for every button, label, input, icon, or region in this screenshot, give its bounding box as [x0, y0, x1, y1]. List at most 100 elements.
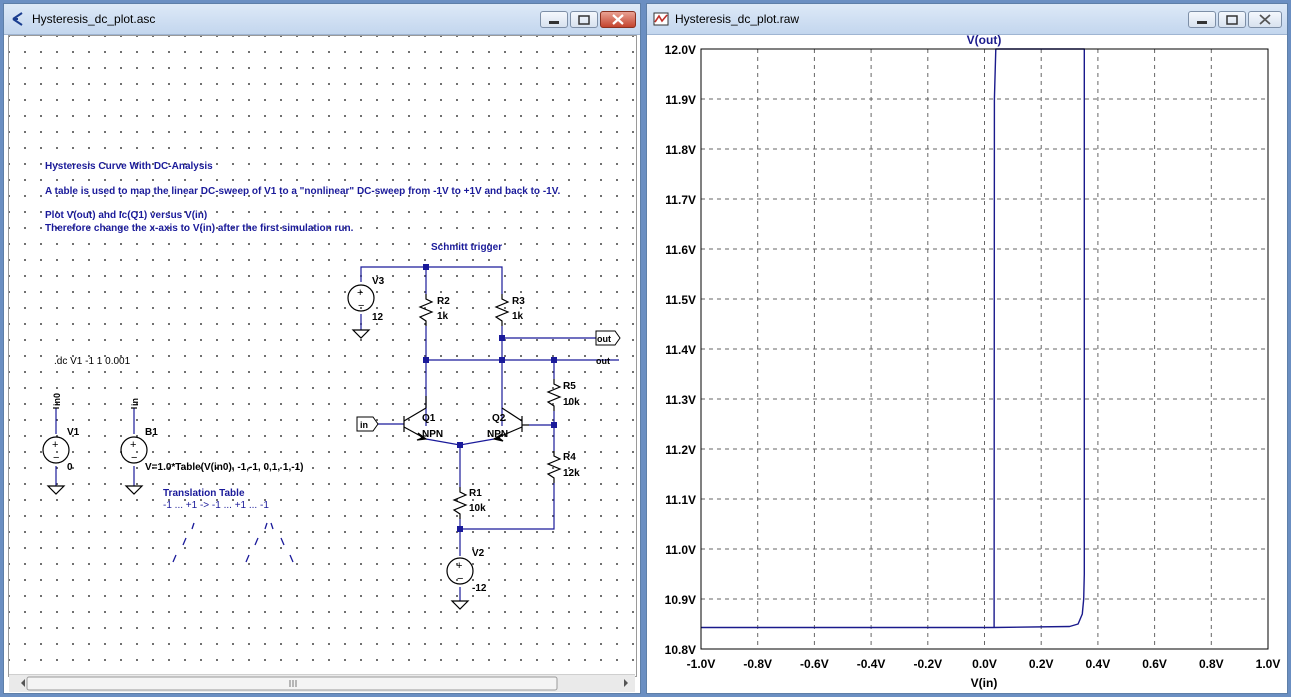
minimize-button[interactable] [1188, 11, 1216, 28]
label-r4-name: R4 [563, 452, 576, 463]
window-title: Hysteresis_dc_plot.raw [675, 12, 800, 26]
resistor-r3 [494, 294, 510, 326]
minimize-icon [1197, 21, 1207, 24]
label-r3-name: R3 [512, 296, 525, 307]
ltspice-schematic-icon [12, 12, 23, 26]
y-tick-label: 10.8V [665, 643, 696, 657]
grid [701, 49, 1268, 649]
scroll-right-arrow-icon[interactable] [624, 679, 628, 687]
minimize-icon [549, 21, 559, 24]
horizontal-scrollbar[interactable] [9, 674, 635, 692]
maximize-button[interactable] [1218, 11, 1246, 28]
schmitt-label: Schmitt trigger [431, 242, 502, 253]
junctions [423, 264, 557, 532]
y-tick-label: 11.6V [665, 243, 696, 257]
label-v2-value: -12 [472, 583, 487, 594]
svg-text:−: − [457, 573, 463, 585]
y-tick-label: 11.4V [665, 343, 696, 357]
y-tick-label: 11.3V [665, 393, 696, 407]
translation-graphic [172, 522, 294, 563]
svg-text:+: + [456, 560, 462, 572]
waveform-icon [653, 12, 669, 26]
plot-titlebar[interactable]: Hysteresis_dc_plot.raw [647, 4, 1287, 35]
source-signs: +− +− +− +− [52, 287, 463, 585]
plot-frame [700, 48, 1269, 650]
wires [55, 266, 619, 601]
y-tick-label: 10.9V [665, 593, 696, 607]
label-r2-name: R2 [437, 296, 450, 307]
port-in-shape [356, 416, 379, 432]
label-r1-name: R1 [469, 488, 482, 499]
x-axis-label[interactable]: V(in) [971, 676, 998, 690]
label-r2-value: 1k [437, 311, 449, 322]
schematic-titlebar[interactable]: Hysteresis_dc_plot.asc [4, 4, 640, 35]
schematic-drawing: Hysteresis Curve With DC-Analysis A tabl… [42, 161, 621, 610]
source-v2 [446, 557, 474, 585]
label-q1-type: NPN [422, 429, 443, 440]
resistor-r4 [546, 451, 562, 483]
y-tick-label: 11.8V [665, 143, 696, 157]
y-tick-label: 11.9V [665, 93, 696, 107]
label-r1-value: 10k [469, 503, 486, 514]
y-tick-label: 11.0V [665, 543, 696, 557]
source-v3 [347, 284, 375, 312]
trace-layer [701, 48, 1085, 629]
net-label-in: in [130, 398, 140, 406]
translation-title: Translation Table [163, 488, 245, 499]
svg-text:+: + [130, 439, 136, 451]
trace-title[interactable]: V(out) [967, 35, 1002, 47]
x-tick-label: 0.4V [1086, 657, 1111, 671]
plot-window: Hysteresis_dc_plot.raw V(out) V(in) -1.0… [646, 3, 1288, 694]
resistors [418, 294, 562, 519]
minimize-button[interactable] [540, 11, 568, 28]
svg-text:+: + [52, 439, 58, 451]
sources [42, 284, 474, 585]
close-icon [1259, 14, 1271, 25]
transistor-q1 [403, 396, 428, 441]
trace-vout[interactable] [701, 48, 1085, 629]
y-tick-label: 11.7V [665, 193, 696, 207]
port-out-label: out [597, 334, 611, 344]
note-heading: Hysteresis Curve With DC-Analysis [45, 161, 213, 172]
note-line2: Plot V(out) and Ic(Q1) versus V(in) [45, 210, 207, 221]
grip-icon [289, 680, 297, 687]
close-button[interactable] [1248, 11, 1282, 28]
window-title: Hysteresis_dc_plot.asc [32, 12, 156, 26]
svg-text:−: − [53, 452, 59, 464]
svg-text:−: − [131, 452, 137, 464]
dc-directive[interactable]: .dc V1 -1 1 0.001 [54, 356, 131, 367]
label-v3-value: 12 [372, 312, 384, 323]
resistor-r1 [452, 487, 468, 519]
x-tick-label: 0.2V [1029, 657, 1054, 671]
y-tick-label: 11.5V [665, 293, 696, 307]
scrollbar-thumb[interactable] [26, 676, 558, 691]
label-v2-name: V2 [472, 548, 485, 559]
close-icon [612, 14, 624, 25]
resistor-r5 [546, 379, 562, 411]
label-v1-name: V1 [67, 427, 80, 438]
label-v3-name: V3 [372, 276, 385, 287]
translation-seq: -1 ... +1 -> -1 ... +1 ... -1 [163, 500, 269, 511]
ground-symbols [46, 329, 470, 610]
x-tick-label: 1.0V [1256, 657, 1281, 671]
x-tick-label: -0.2V [913, 657, 942, 671]
x-tick-label: 0.8V [1199, 657, 1224, 671]
label-b1-expression: V=1.0*Table(V(in0), -1,-1, 0,1, 1,-1) [145, 462, 303, 473]
maximize-button[interactable] [570, 11, 598, 28]
port-in-label: in [360, 420, 368, 430]
note-line1: A table is used to map the linear DC-swe… [45, 186, 560, 197]
label-v1-value: 0 [67, 462, 73, 473]
port-out-shape [595, 330, 621, 346]
y-tick-label: 11.2V [665, 443, 696, 457]
close-button[interactable] [600, 11, 636, 28]
label-r5-name: R5 [563, 381, 576, 392]
schematic-canvas[interactable]: Hysteresis Curve With DC-Analysis A tabl… [8, 35, 637, 677]
x-tick-label: 0.6V [1142, 657, 1167, 671]
scroll-left-arrow-icon[interactable] [21, 679, 25, 687]
label-r5-value: 10k [563, 397, 580, 408]
x-tick-label: -1.0V [687, 657, 716, 671]
label-r4-value: 12k [563, 468, 580, 479]
resistor-r2 [418, 294, 434, 326]
